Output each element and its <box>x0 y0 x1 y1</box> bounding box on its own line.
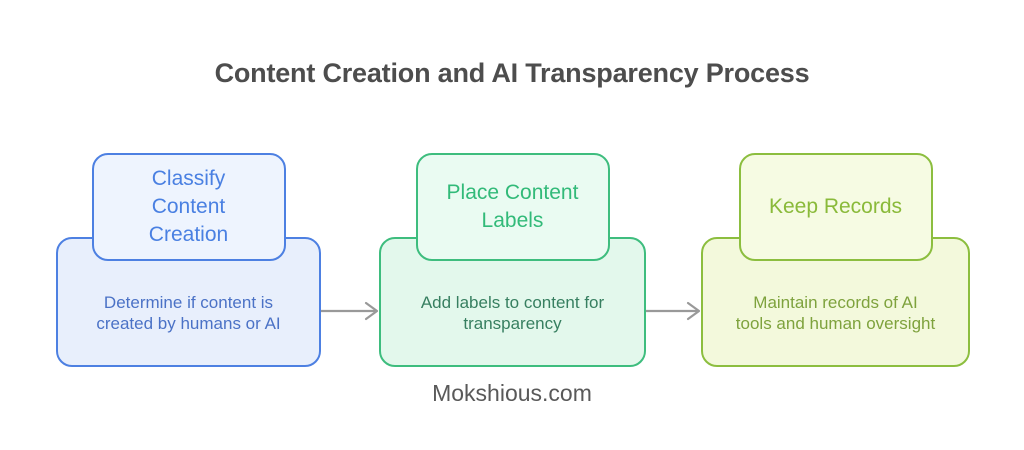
step-label: Classify Content Creation <box>148 167 229 246</box>
step-label-box: Classify Content Creation <box>91 153 286 261</box>
step-label: Keep Records <box>768 195 903 218</box>
step-label-box: Place Content Labels <box>415 153 610 261</box>
step-group-classify-content-creation: Determine if content is created by human… <box>56 153 321 367</box>
step-description: Add labels to content for transparency <box>420 293 605 333</box>
step-group-place-content-labels: Add labels to content for transparency P… <box>379 153 646 367</box>
flow-arrow-icon <box>646 301 701 321</box>
diagram-title: Content Creation and AI Transparency Pro… <box>214 58 810 88</box>
step-label: Place Content Labels <box>446 181 579 232</box>
step-group-keep-records: Maintain records of AI tools and human o… <box>701 153 970 367</box>
watermark-text: Mokshious.com <box>432 380 592 406</box>
step-description: Determine if content is created by human… <box>96 293 281 333</box>
flow-arrow-icon <box>321 301 379 321</box>
step-label-box: Keep Records <box>738 153 933 261</box>
step-description: Maintain records of AI tools and human o… <box>735 293 936 333</box>
